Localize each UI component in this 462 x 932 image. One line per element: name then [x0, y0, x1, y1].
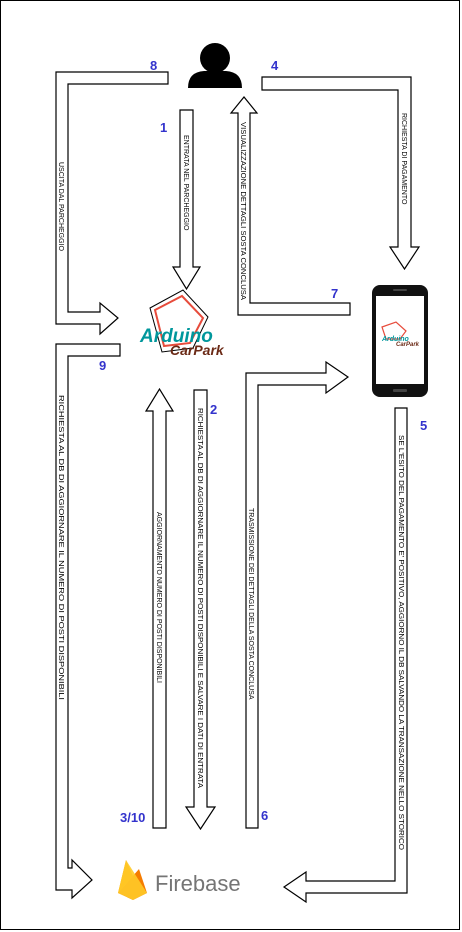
arrow-4	[261, 76, 421, 271]
label-entrata: ENTRATA NEL PARCHEGGIO	[182, 135, 189, 231]
arrow-3	[144, 387, 175, 829]
svg-text:CarPark: CarPark	[396, 342, 420, 348]
step-number-4: 4	[271, 58, 279, 73]
label-aggiornamento-posti: AGGIORNAMENTO NUMERO DI POSTI DISPONIBIL…	[155, 512, 162, 683]
label-richiesta-pagamento: RICHIESTA DI PAGAMENTO	[400, 113, 407, 205]
arrow-9	[55, 343, 121, 900]
label-trasmissione-dettagli: TRASMISSIONE DEI DETTAGLI DELLA SOSTA CO…	[247, 508, 254, 700]
label-uscita: USCITA DAL PARCHEGGIO	[57, 162, 64, 251]
step-number-7: 7	[331, 286, 338, 301]
arrow-8	[55, 71, 169, 336]
firebase-word: Firebase	[155, 871, 241, 896]
step-number-3: 3/10	[120, 810, 145, 825]
label-visualizzazione-dettagli: VISUALIZZAZIONE DETTAGLI SOSTA CONCLUSA	[239, 122, 246, 300]
step-number-6: 6	[261, 808, 268, 823]
arduino-carpark-logo: Arduino CarPark	[139, 289, 225, 358]
arrow-5	[282, 407, 408, 904]
arrow-1	[171, 109, 202, 291]
firebase-logo: Firebase	[118, 860, 241, 900]
arduino-word: Arduino	[139, 326, 213, 347]
step-number-1: 1	[160, 120, 167, 135]
firebase-flame-icon	[118, 860, 147, 900]
carpark-word: CarPark	[170, 342, 225, 358]
step-number-2: 2	[210, 402, 217, 417]
arrow-2	[184, 389, 217, 831]
step-number-5: 5	[420, 418, 427, 433]
user-icon	[188, 43, 242, 88]
smartphone-icon: Arduino CarPark	[372, 285, 428, 397]
arrow-6	[245, 360, 350, 829]
phone-arduino-logo: Arduino CarPark	[381, 321, 420, 348]
arrow-7	[229, 96, 351, 316]
label-esito-pagamento: SE L'ESITO DEL PAGAMENTO E' POSITIVO, AG…	[397, 435, 404, 851]
step-number-8: 8	[150, 58, 157, 73]
label-richiesta-db-entrata: RICHIESTA AL DB DI AGGIORNARE IL NUMERO …	[196, 408, 203, 788]
svg-text:Arduino: Arduino	[381, 336, 410, 343]
label-richiesta-db-uscita: RICHIESTA AL DB DI AGGIORNARE IL NUMERO …	[57, 395, 64, 700]
step-number-9: 9	[99, 358, 106, 373]
